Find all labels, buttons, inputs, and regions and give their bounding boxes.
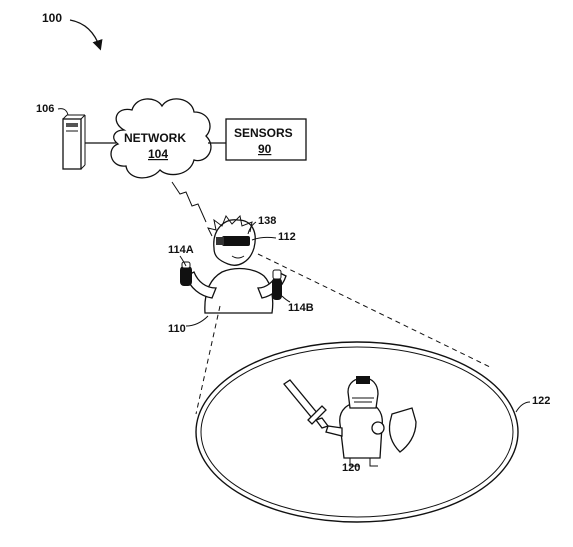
- figure-ref-arrow: [69, 19, 103, 51]
- right-controller-leader-line: [281, 295, 291, 303]
- headset-ref-label: 112: [278, 231, 296, 243]
- virtual-environment-ellipse: [195, 341, 519, 523]
- avatar-ref-label: 120: [342, 462, 360, 474]
- user-leader-line: [185, 315, 209, 327]
- headset-sensor-leader-line: [247, 221, 257, 235]
- right-controller-ref-label: 114B: [288, 302, 314, 314]
- headset-leader-line: [251, 236, 277, 241]
- right-controller-icon: [272, 269, 282, 300]
- virtual-environment-inner-ellipse: [200, 346, 514, 518]
- network-label: NETWORK: [124, 131, 186, 145]
- user-ref-label: 110: [168, 323, 186, 335]
- figure-ref-label: 100: [42, 11, 62, 25]
- fov-right-line: [257, 253, 493, 369]
- server-icon: [62, 114, 86, 170]
- knight-avatar-icon: [283, 376, 417, 467]
- sensors-ref-label: 90: [258, 142, 272, 156]
- user-figure: [185, 214, 287, 314]
- virtual-environment-ref-label: 122: [532, 395, 550, 407]
- left-controller-ref-label: 114A: [168, 244, 194, 256]
- server-ref-label: 106: [36, 103, 54, 115]
- headset-sensor-ref-label: 138: [258, 215, 276, 227]
- left-controller-leader-line: [179, 255, 187, 267]
- fov-left-line: [195, 305, 221, 415]
- network-cloud-icon: [110, 98, 212, 179]
- server-leader-line: [57, 108, 69, 116]
- vr-headset-icon: [222, 236, 250, 246]
- sensors-box: [225, 118, 307, 161]
- virtual-environment-leader-line: [515, 401, 531, 413]
- sensors-label: SENSORS: [234, 126, 293, 140]
- network-ref-label: 104: [148, 147, 168, 161]
- wireless-link-icon: [171, 181, 207, 223]
